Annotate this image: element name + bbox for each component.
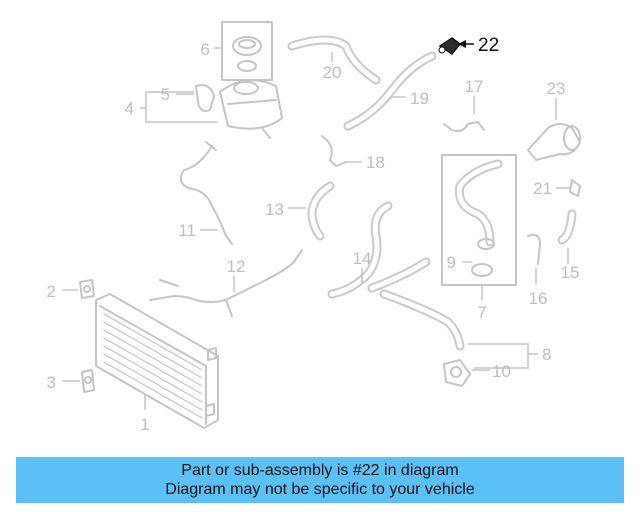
callout-6: 6 [201, 40, 210, 59]
callout-11: 11 [178, 221, 196, 240]
callout-7: 7 [477, 303, 486, 322]
callout-10: 10 [492, 362, 511, 381]
sensor-clip-part [195, 84, 215, 112]
part-22-highlight [438, 37, 462, 56]
callout-17: 17 [465, 77, 484, 96]
callout-12: 12 [227, 257, 246, 276]
info-banner: Part or sub-assembly is #22 in diagram D… [16, 457, 624, 503]
callout-16: 16 [529, 289, 548, 308]
callout-19: 19 [410, 89, 429, 108]
callout-22: 22 [478, 35, 499, 56]
callout-5: 5 [161, 85, 170, 104]
callout-3: 3 [47, 373, 56, 392]
mount-part [81, 369, 95, 393]
radiator-part [95, 293, 219, 429]
callout-1: 1 [140, 415, 149, 434]
banner-line-2: Diagram may not be specific to your vehi… [165, 481, 475, 498]
callout-2: 2 [47, 282, 56, 301]
callout-23: 23 [547, 79, 566, 98]
callout-18: 18 [366, 153, 385, 172]
coolant-reservoir-part [219, 79, 283, 139]
hoses [149, 35, 581, 387]
bracket-part [79, 279, 95, 299]
callout-labels: 1 2 3 4 5 6 7 8 9 10 11 12 13 14 15 16 1… [47, 35, 580, 434]
callout-13: 13 [265, 200, 284, 219]
callout-20: 20 [323, 63, 342, 82]
callout-8: 8 [542, 345, 551, 364]
leader-lines [62, 40, 570, 410]
callout-4: 4 [125, 99, 134, 118]
banner-line-1: Part or sub-assembly is #22 in diagram [181, 462, 459, 479]
callout-21: 21 [533, 179, 552, 198]
reservoir-cap-part [221, 21, 273, 81]
callout-15: 15 [561, 263, 580, 282]
callout-14: 14 [353, 249, 372, 268]
callout-9: 9 [447, 253, 456, 272]
parts-diagram: 1 2 3 4 5 6 7 8 9 10 11 12 13 14 15 16 1… [47, 21, 581, 434]
hose-kit-box [441, 154, 517, 286]
